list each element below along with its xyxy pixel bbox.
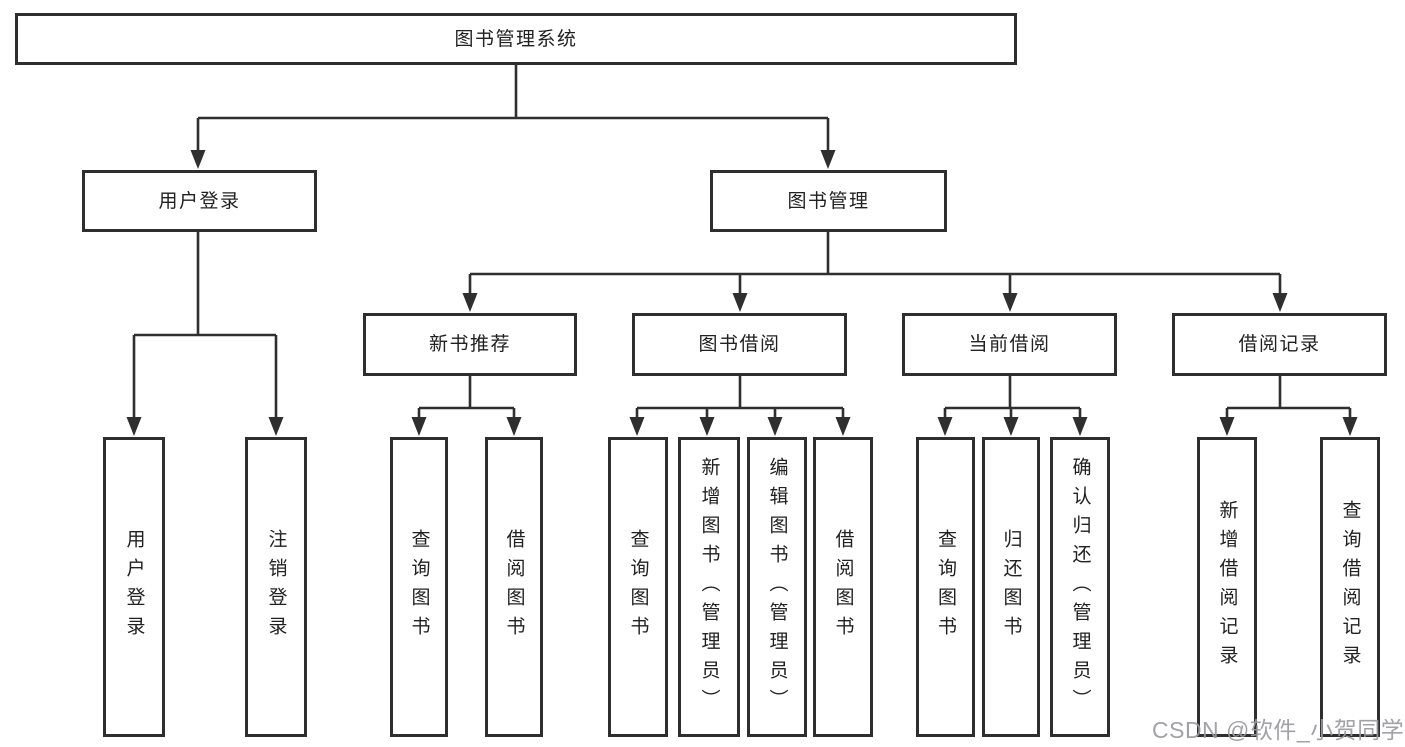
node-book-management-system: 图书管理系统	[15, 13, 1017, 65]
leaf-query-books-recommend: 查询图书	[390, 437, 448, 737]
leaf-borrow-books: 借阅图书	[813, 437, 873, 737]
node-current-borrowing: 当前借阅	[902, 313, 1117, 376]
leaf-query-books-current: 查询图书	[916, 437, 975, 737]
leaf-confirm-return-admin: 确认归还（管理员）	[1050, 437, 1110, 737]
node-book-management: 图书管理	[710, 170, 947, 232]
leaf-borrow-books-recommend: 借阅图书	[485, 437, 543, 737]
leaf-return-books: 归还图书	[982, 437, 1040, 737]
leaf-logout: 注销登录	[245, 437, 307, 737]
node-new-book-recommend: 新书推荐	[363, 313, 577, 376]
node-borrow-records: 借阅记录	[1172, 313, 1387, 376]
leaf-add-books-admin: 新增图书（管理员）	[678, 437, 740, 737]
watermark: CSDN @软件_小贺同学	[1152, 717, 1405, 743]
leaf-add-borrow-record: 新增借阅记录	[1197, 437, 1257, 737]
node-book-borrowing: 图书借阅	[632, 313, 847, 376]
leaf-user-login: 用户登录	[103, 437, 165, 737]
leaf-query-borrow-record: 查询借阅记录	[1320, 437, 1380, 737]
leaf-edit-books-admin: 编辑图书（管理员）	[747, 437, 807, 737]
leaf-query-books-borrowing: 查询图书	[608, 437, 668, 737]
node-user-login: 用户登录	[82, 170, 317, 232]
arrowhead-icons	[126, 150, 1358, 436]
